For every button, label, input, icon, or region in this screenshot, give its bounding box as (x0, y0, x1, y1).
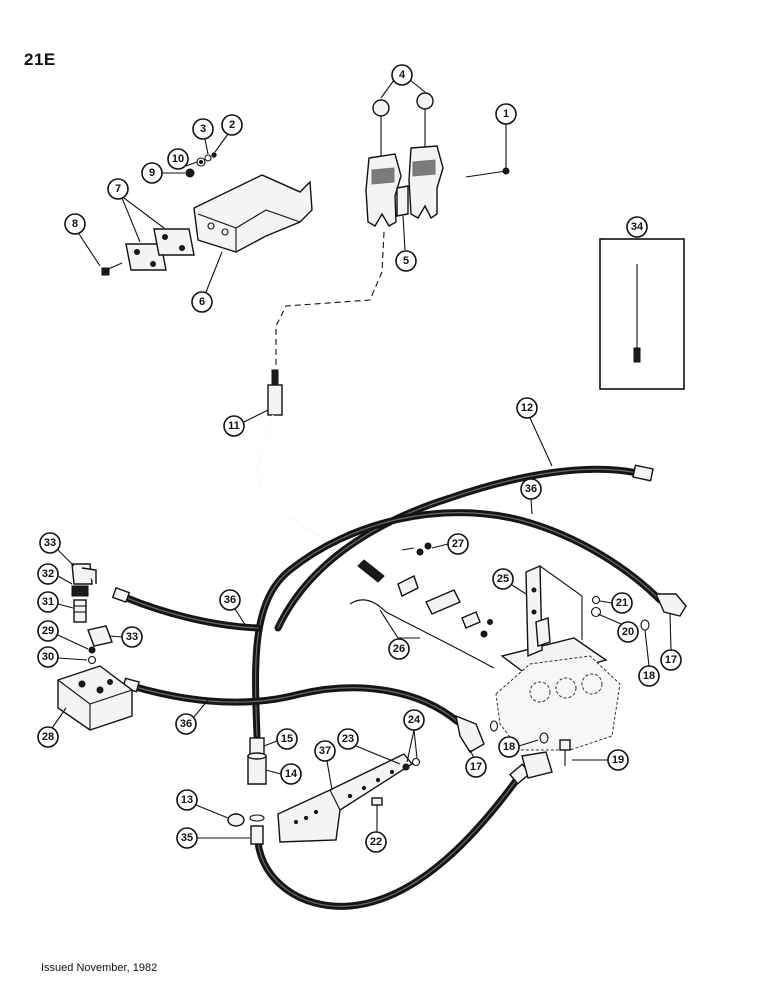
svg-text:15: 15 (281, 733, 293, 745)
callout-18-right: 18 (638, 665, 660, 687)
callout-17-center: 17 (465, 756, 487, 778)
svg-text:4: 4 (399, 69, 406, 81)
svg-text:14: 14 (285, 768, 298, 780)
callout-32: 32 (37, 563, 59, 585)
svg-text:36: 36 (525, 483, 537, 495)
control-valve (495, 655, 621, 751)
right-fittings (489, 619, 650, 779)
callout-29: 29 (37, 620, 59, 642)
svg-text:22: 22 (370, 836, 382, 848)
callout-15: 15 (276, 728, 298, 750)
callout-37: 37 (314, 740, 336, 762)
svg-text:36: 36 (180, 718, 192, 730)
callout-7: 7 (107, 178, 129, 200)
svg-text:13: 13 (181, 794, 193, 806)
control-cable (257, 369, 385, 583)
callout-6: 6 (191, 291, 213, 313)
svg-text:1: 1 (503, 108, 509, 120)
callout-36-lower: 36 (175, 713, 197, 735)
callout-23: 23 (337, 728, 359, 750)
svg-text:18: 18 (643, 670, 655, 682)
svg-text:9: 9 (149, 167, 155, 179)
callout-18-center: 18 (498, 736, 520, 758)
svg-text:11: 11 (228, 420, 240, 432)
svg-text:19: 19 (612, 754, 624, 766)
svg-text:7: 7 (115, 183, 121, 195)
callout-17-right: 17 (660, 649, 682, 671)
svg-text:3: 3 (200, 123, 206, 135)
svg-text:37: 37 (319, 745, 331, 757)
bracket-assembly (101, 152, 313, 276)
callout-25: 25 (492, 568, 514, 590)
issued-date: Issued November, 1982 (41, 962, 158, 974)
callout-2: 2 (221, 114, 243, 136)
svg-text:20: 20 (622, 626, 634, 638)
svg-text:18: 18 (503, 741, 515, 753)
callout-35: 35 (176, 827, 198, 849)
callout-4: 4 (391, 64, 413, 86)
svg-text:10: 10 (172, 153, 184, 165)
callout-3: 3 (192, 118, 214, 140)
callout-31: 31 (37, 591, 59, 613)
svg-text:33: 33 (44, 537, 56, 549)
callout-34: 34 (626, 216, 648, 238)
control-lever-assembly (275, 92, 510, 368)
hydraulic-hoses (111, 464, 687, 910)
svg-text:23: 23 (342, 733, 354, 745)
callout-22: 22 (365, 831, 387, 853)
callout-26: 26 (388, 638, 410, 660)
callout-24: 24 (403, 709, 425, 731)
callouts: 1 2 3 4 5 6 7 8 9 10 (37, 64, 682, 853)
page-label: 21E (24, 50, 56, 69)
svg-text:21: 21 (616, 597, 628, 609)
callout-8: 8 (64, 213, 86, 235)
callout-14: 14 (280, 763, 302, 785)
callout-36-middle: 36 (219, 589, 241, 611)
mounting-bracket (277, 753, 421, 843)
svg-text:17: 17 (470, 761, 482, 773)
svg-text:2: 2 (229, 119, 235, 131)
callout-20: 20 (617, 621, 639, 643)
callout-10: 10 (167, 148, 189, 170)
callout-27: 27 (447, 533, 469, 555)
svg-text:36: 36 (224, 594, 236, 606)
svg-text:32: 32 (42, 568, 54, 580)
callout-36-right: 36 (520, 478, 542, 500)
svg-text:27: 27 (452, 538, 464, 550)
callout-19: 19 (607, 749, 629, 771)
callout-5: 5 (395, 250, 417, 272)
svg-text:5: 5 (403, 255, 409, 267)
port-block (57, 563, 133, 731)
dipstick-box (599, 238, 685, 390)
svg-text:31: 31 (42, 596, 54, 608)
callout-21: 21 (611, 592, 633, 614)
callout-30: 30 (37, 646, 59, 668)
svg-text:33: 33 (126, 631, 138, 643)
svg-text:8: 8 (72, 218, 78, 230)
callout-13: 13 (176, 789, 198, 811)
linkage (349, 542, 495, 669)
callout-9: 9 (141, 162, 163, 184)
callout-1: 1 (495, 103, 517, 125)
svg-text:28: 28 (42, 731, 54, 743)
svg-text:25: 25 (497, 573, 509, 585)
callout-33-top: 33 (39, 532, 61, 554)
callout-12: 12 (516, 397, 538, 419)
callout-33-right: 33 (121, 626, 143, 648)
svg-text:34: 34 (631, 221, 644, 233)
svg-text:35: 35 (181, 832, 193, 844)
svg-text:26: 26 (393, 643, 405, 655)
svg-text:17: 17 (665, 654, 677, 666)
svg-text:6: 6 (199, 296, 205, 308)
callout-11: 11 (223, 415, 245, 437)
svg-text:12: 12 (521, 402, 533, 414)
svg-text:24: 24 (408, 714, 421, 726)
fitting-stack (227, 737, 267, 845)
svg-text:30: 30 (42, 651, 54, 663)
callout-28: 28 (37, 726, 59, 748)
svg-text:29: 29 (42, 625, 54, 637)
